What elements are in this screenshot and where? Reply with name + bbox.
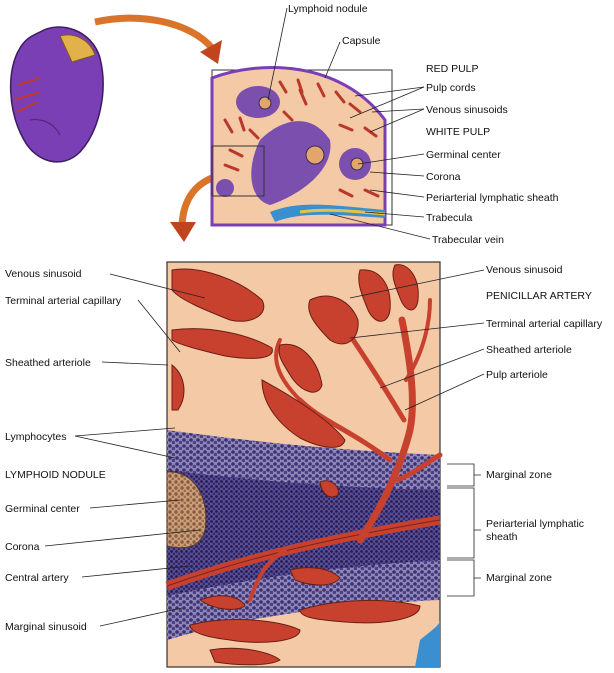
top-inset-labels: Lymphoid nodule Capsule RED PULP Pulp co…	[267, 3, 559, 246]
zoom-arrow-2-head	[170, 222, 196, 242]
label-pals-top: Periarterial lymphatic sheath	[426, 192, 559, 204]
spleen-section-inset	[210, 66, 393, 227]
left-labels: Venous sinusoid Terminal arterial capill…	[5, 268, 206, 633]
label-white-pulp: WHITE PULP	[426, 126, 490, 138]
label-pulp-cords: Pulp cords	[426, 82, 476, 94]
label-terminal-arterial-capillary-left: Terminal arterial capillary	[5, 295, 122, 307]
label-germinal-center-top: Germinal center	[426, 149, 501, 161]
label-venous-sinusoid-left: Venous sinusoid	[5, 268, 82, 280]
label-lymphoid-nodule-top: Lymphoid nodule	[288, 3, 368, 15]
label-marginal-zone-bottom: Marginal zone	[486, 572, 552, 584]
label-corona-top: Corona	[426, 171, 461, 183]
label-trabecular-vein: Trabecular vein	[432, 234, 504, 246]
right-labels: Venous sinusoid PENICILLAR ARTERY Termin…	[349, 264, 603, 597]
label-central-artery: Central artery	[5, 572, 69, 584]
label-pals-right-1: Periarterial lymphatic	[486, 518, 584, 530]
label-capsule: Capsule	[342, 35, 381, 47]
label-pals-right-2: sheath	[486, 531, 518, 543]
label-lymphoid-nodule-left: LYMPHOID NODULE	[5, 469, 106, 481]
label-terminal-arterial-capillary-right: Terminal arterial capillary	[486, 318, 603, 330]
label-pulp-arteriole: Pulp arteriole	[486, 369, 548, 381]
label-germinal-center-left: Germinal center	[5, 503, 80, 515]
label-sheathed-arteriole-left: Sheathed arteriole	[5, 357, 91, 369]
label-red-pulp: RED PULP	[426, 63, 479, 75]
label-lymphocytes: Lymphocytes	[5, 431, 66, 443]
label-marginal-zone-top: Marginal zone	[486, 469, 552, 481]
label-penicillar-artery: PENICILLAR ARTERY	[486, 290, 592, 302]
magnified-red-white-pulp	[165, 261, 443, 668]
label-sheathed-arteriole-right: Sheathed arteriole	[486, 344, 572, 356]
label-venous-sinusoids: Venous sinusoids	[426, 104, 508, 116]
zoom-arrow-2	[178, 174, 214, 227]
zoom-arrow-1	[94, 14, 215, 51]
label-venous-sinusoid-right: Venous sinusoid	[486, 264, 563, 276]
zoom-arrow-1-head	[200, 40, 222, 64]
label-trabecula: Trabecula	[426, 212, 472, 224]
label-marginal-sinusoid: Marginal sinusoid	[5, 621, 87, 633]
label-corona-left: Corona	[5, 541, 40, 553]
spleen-organ-icon	[9, 26, 104, 163]
